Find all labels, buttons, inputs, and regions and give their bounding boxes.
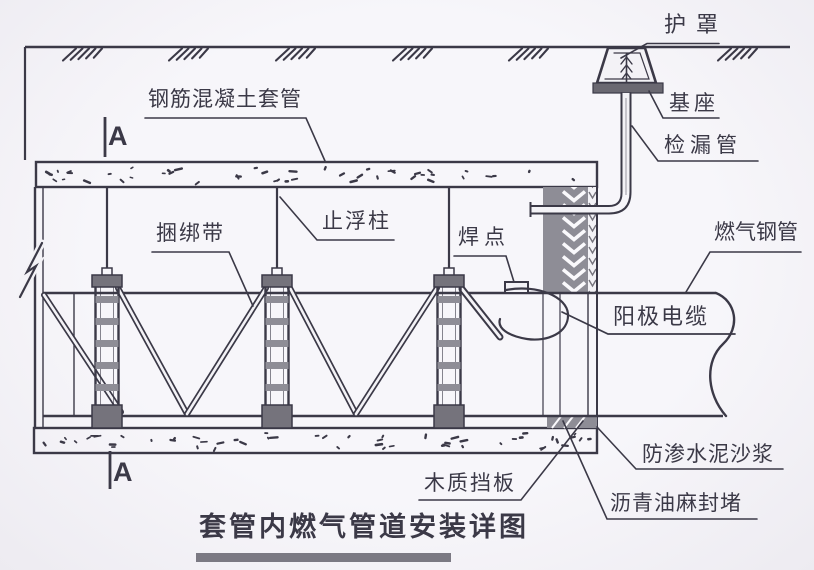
pipe-support — [91, 187, 123, 429]
label-impermeable-cement-mortar: 防渗水泥沙浆 — [642, 442, 774, 466]
seal-edge-band — [588, 187, 597, 293]
pipe-supports — [91, 187, 465, 429]
leader-lines — [144, 42, 802, 520]
section-letter-bottom: A — [113, 457, 133, 487]
label-leak-detection-pipe: 检漏管 — [664, 133, 742, 157]
label-rc-casing: 钢筋混凝土套管 — [148, 87, 302, 111]
break-line — [18, 241, 44, 299]
label-binding-strap: 捆绑带 — [156, 221, 225, 245]
protective-cover — [592, 46, 664, 94]
label-gas-steel-pipe: 燃气钢管 — [714, 220, 798, 244]
title-underline-bar — [196, 553, 451, 562]
leak-detection-pipe-line — [529, 92, 632, 217]
label-anode-cable: 阳极电缆 — [613, 304, 710, 329]
pipe-support — [261, 187, 293, 429]
label-wood-baffle: 木质挡板 — [424, 471, 516, 495]
label-protective-cover: 护罩 — [664, 12, 729, 37]
label-weld-point: 焊点 — [458, 225, 510, 249]
ground-hatch-marks — [61, 47, 759, 62]
cover-base-plate — [592, 82, 664, 94]
label-asphalt-oakum-seal: 沥青油麻封堵 — [610, 491, 742, 515]
ground-surface-line — [23, 45, 790, 160]
mortar-band — [543, 187, 560, 293]
label-anti-float-column: 止浮柱 — [322, 209, 391, 233]
casing-end-seal — [542, 187, 598, 429]
gas-pipe — [43, 291, 736, 418]
pipe-support — [433, 187, 465, 429]
section-marks — [103, 117, 112, 489]
diagram-title: 套管内燃气管道安装详图 — [199, 512, 529, 542]
binding-straps — [41, 285, 504, 417]
casing-top-slab — [34, 160, 599, 189]
anode-assembly — [498, 281, 736, 341]
weld-tab — [504, 281, 529, 294]
casing-bottom-slab — [32, 426, 599, 455]
anode-cable-line — [561, 311, 736, 335]
pipe-break-symbol — [709, 291, 736, 418]
casing-left-wall — [16, 187, 46, 428]
label-base-pedestal: 基座 — [669, 91, 719, 115]
cable-guide-curve — [498, 287, 570, 341]
section-letter-top: A — [108, 121, 128, 151]
